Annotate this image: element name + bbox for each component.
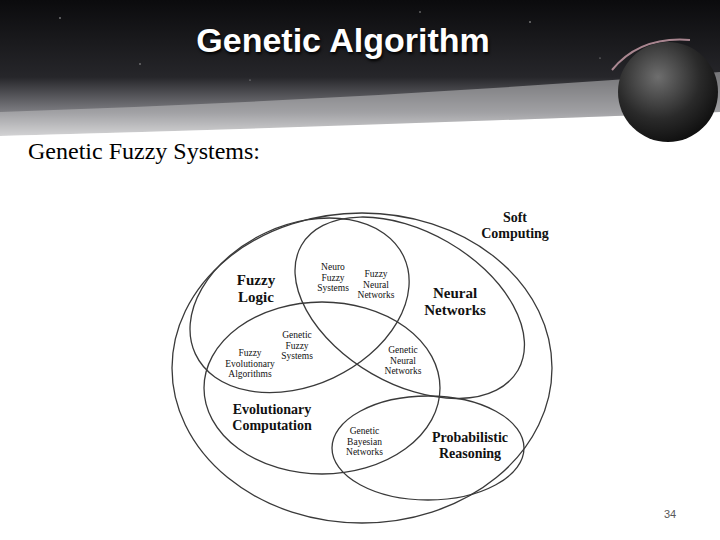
text-holder: Genetic Fuzzy Systems [280,330,314,362]
ellipse [332,396,524,500]
text-holder: Fuzzy Evolutionary Algorithms [224,348,276,380]
text-holder: Soft Computing [480,210,550,242]
set-label: Fuzzy Logic [236,272,276,306]
text-holder: Fuzzy Logic [236,272,276,306]
intersection-label: Genetic Neural Networks [384,345,423,377]
ellipse [162,184,438,426]
intersection-label: Fuzzy Neural Networks [357,269,396,301]
text-holder: Neuro Fuzzy Systems [316,262,350,294]
text-holder: Probabilistic Reasoning [431,430,509,462]
slide-subtitle: Genetic Fuzzy Systems: [28,137,260,165]
text-holder: Neural Networks [423,285,487,319]
venn-set: Evolutionary Computation [202,300,442,476]
ellipse-outline [202,300,442,476]
ellipse [204,302,440,474]
text-holder: Evolutionary Computation [231,402,312,434]
intersection-label: Fuzzy Evolutionary Algorithms [224,348,276,380]
stars [59,11,600,80]
text-holder: Fuzzy Neural Networks [357,269,396,301]
text-holder: Genetic Fuzzy Systems: [28,137,260,165]
intersection-label: Neuro Fuzzy Systems [316,262,350,294]
page-number: 34 [664,508,676,521]
planet [618,42,718,142]
text-holder: Genetic Neural Networks [384,345,423,377]
text-holder: 34 [664,508,676,521]
set-label: Probabilistic Reasoning [431,430,509,462]
set-label: Soft Computing [480,210,550,242]
set-label: Evolutionary Computation [231,402,312,434]
intersection-label: Genetic Bayesian Networks [345,426,384,458]
ellipse [264,180,557,437]
venn-set: Fuzzy Logic [188,216,411,395]
intersection-label: Genetic Fuzzy Systems [280,330,314,362]
slide-title: Genetic Algorithm [196,20,489,60]
text-holder: Genetic Algorithm [196,20,489,60]
ellipse-outline [188,216,411,395]
text-holder: Genetic Bayesian Networks [345,426,384,458]
set-label: Neural Networks [423,285,487,319]
